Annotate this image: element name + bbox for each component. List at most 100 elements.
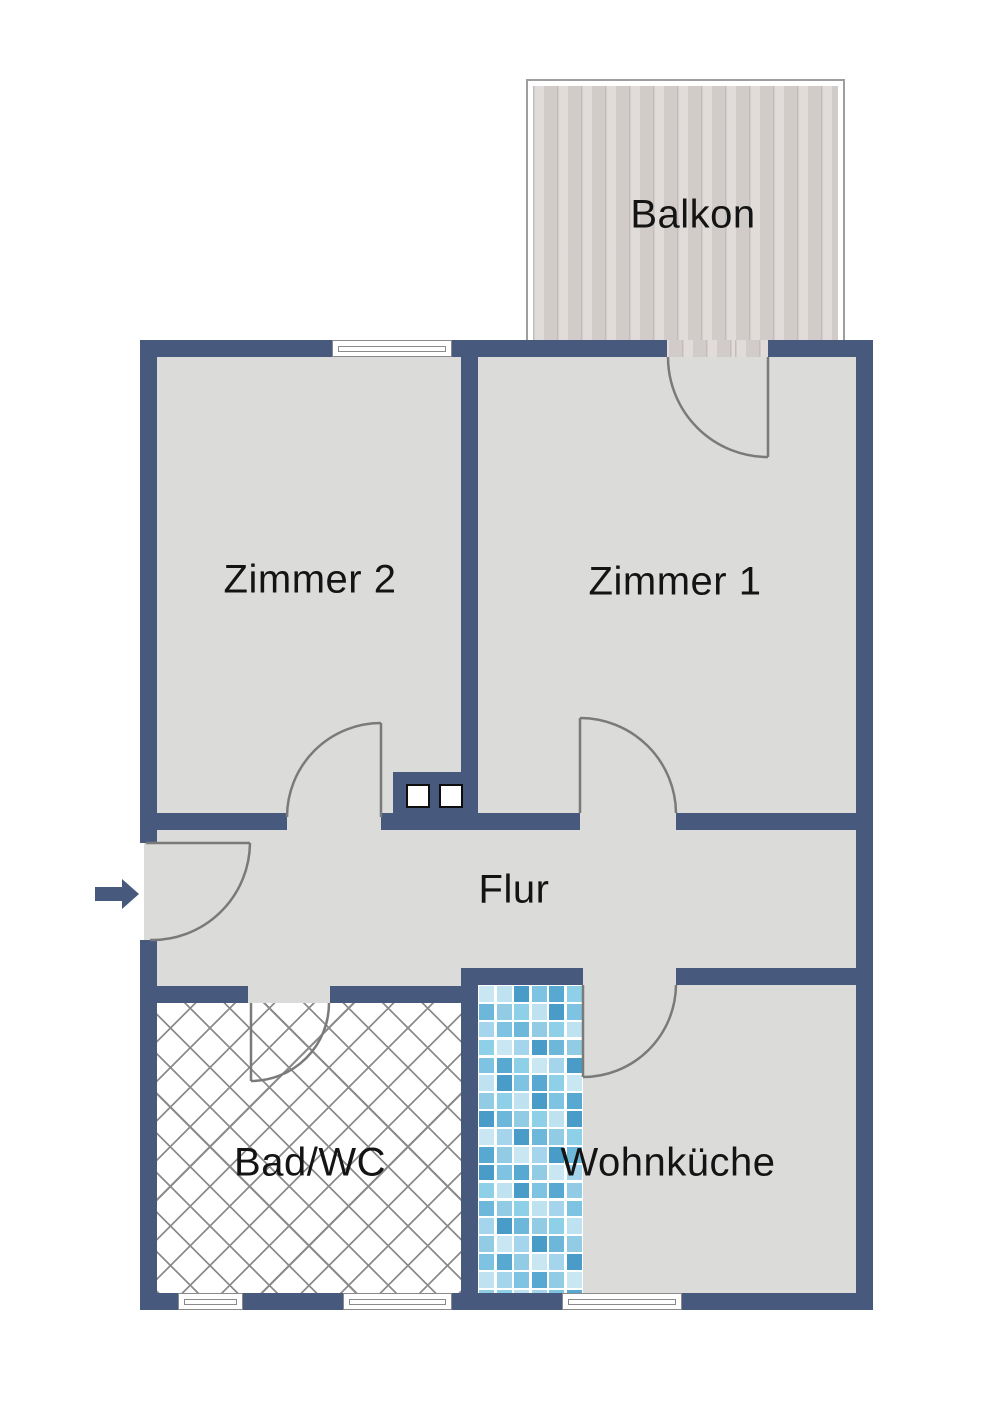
- floor-tile: [531, 1164, 547, 1181]
- floor-tile: [514, 986, 530, 1002]
- room-label-zimmer2: Zimmer 2: [223, 557, 397, 602]
- floor-tile: [514, 1272, 530, 1288]
- floor-tile: [566, 1218, 582, 1235]
- floor-tile: [549, 1146, 565, 1163]
- floor-tile: [479, 1236, 495, 1252]
- window-kitchen-bottom: [562, 1293, 682, 1310]
- wall-left-lower: [140, 940, 157, 1310]
- floor-tile: [496, 1272, 512, 1288]
- room-label-bad: Bad/WC: [234, 1140, 386, 1185]
- balcony-door-threshold: [667, 340, 768, 357]
- floor-tile: [496, 1039, 512, 1056]
- floor-tile: [496, 1200, 512, 1217]
- floor-tile: [549, 1218, 565, 1235]
- floor-tile: [514, 1003, 530, 1020]
- chimney-shaft: [393, 772, 470, 830]
- wall-top-left: [140, 340, 332, 357]
- floor-tile: [531, 1003, 547, 1020]
- floor-tile: [566, 1236, 582, 1252]
- floor-tile: [514, 1182, 530, 1199]
- floor-tile: [549, 1164, 565, 1181]
- floor-tile: [531, 986, 547, 1002]
- floor-tile: [531, 1111, 547, 1127]
- floor-tile: [514, 1075, 530, 1092]
- floor-tile: [496, 1075, 512, 1092]
- floor-tile: [496, 1164, 512, 1181]
- floor-tile: [496, 1111, 512, 1127]
- wall-left-upper: [140, 340, 157, 843]
- window-pane: [349, 1298, 446, 1305]
- floor-tile: [479, 1254, 495, 1270]
- window-bath-bottom-2: [343, 1293, 452, 1310]
- floor-tile: [531, 1075, 547, 1092]
- floor-tile: [479, 1039, 495, 1056]
- floor-tile: [496, 1254, 512, 1270]
- room-label-zimmer1: Zimmer 1: [588, 559, 762, 604]
- floor-tile: [549, 986, 565, 1002]
- floor-tile: [514, 1039, 530, 1056]
- window-pane: [568, 1298, 676, 1305]
- wall-zimmer-divider: [461, 357, 478, 830]
- entrance-arrow-icon: [95, 879, 139, 909]
- floor-tile: [479, 1075, 495, 1092]
- floor-tile: [514, 1200, 530, 1217]
- floor-tile: [566, 1093, 582, 1109]
- wall-kitchen-top-right: [676, 968, 856, 985]
- kitchen-tiled-floor: [478, 985, 583, 1293]
- floor-tile: [531, 1039, 547, 1056]
- floor-tile: [479, 1182, 495, 1199]
- floor-tile: [549, 1111, 565, 1127]
- wall-bath-kitchen-divider: [461, 968, 478, 1293]
- floor-tile: [479, 1272, 495, 1288]
- floor-tile: [549, 1057, 565, 1074]
- wall-top-middle: [452, 340, 667, 357]
- floor-tile: [566, 1146, 582, 1163]
- room-label-kueche: Wohnküche: [560, 1140, 776, 1185]
- floor-tile: [566, 986, 582, 1002]
- floor-tile: [514, 1146, 530, 1163]
- flue-opening-1: [406, 784, 430, 808]
- floor-tile: [514, 1093, 530, 1109]
- window-zimmer2-top: [332, 340, 452, 357]
- floor-tile: [496, 1182, 512, 1199]
- floor-tile: [566, 1075, 582, 1092]
- floor-tile: [549, 1200, 565, 1217]
- floor-tile: [566, 1289, 582, 1293]
- floor-tile: [549, 1021, 565, 1038]
- floor-tile: [566, 1254, 582, 1270]
- wall-bottom-1: [140, 1293, 178, 1310]
- floor-tile: [549, 1254, 565, 1270]
- floor-tile: [549, 1236, 565, 1252]
- floor-tile: [496, 1129, 512, 1145]
- flue-opening-2: [439, 784, 463, 808]
- floor-tile: [514, 1289, 530, 1293]
- floor-tile: [566, 1182, 582, 1199]
- window-bath-bottom-1: [178, 1293, 243, 1310]
- floor-tile: [514, 1236, 530, 1252]
- floor-tile: [514, 1254, 530, 1270]
- wall-bottom-3: [452, 1293, 562, 1310]
- floor-tile: [549, 1039, 565, 1056]
- floor-tile: [566, 1200, 582, 1217]
- wall-top-right: [768, 340, 873, 357]
- floor-tile: [514, 1129, 530, 1145]
- wall-bottom-2: [243, 1293, 343, 1310]
- wall-bath-top-right: [330, 986, 478, 1003]
- floor-tile: [531, 1021, 547, 1038]
- window-pane: [184, 1298, 237, 1305]
- balcony-deck: [526, 79, 845, 345]
- floor-tile: [549, 1003, 565, 1020]
- floor-tile: [531, 1254, 547, 1270]
- floor-tile: [531, 1272, 547, 1288]
- room-label-balkon: Balkon: [630, 192, 756, 237]
- floor-tile: [531, 1129, 547, 1145]
- floor-tile: [531, 1218, 547, 1235]
- floor-tile: [531, 1093, 547, 1109]
- floor-tile: [531, 1236, 547, 1252]
- floor-tile: [496, 1289, 512, 1293]
- wall-bath-top-left: [157, 986, 248, 1003]
- floor-tile: [496, 1003, 512, 1020]
- floor-tile: [496, 1093, 512, 1109]
- floor-tile: [479, 1129, 495, 1145]
